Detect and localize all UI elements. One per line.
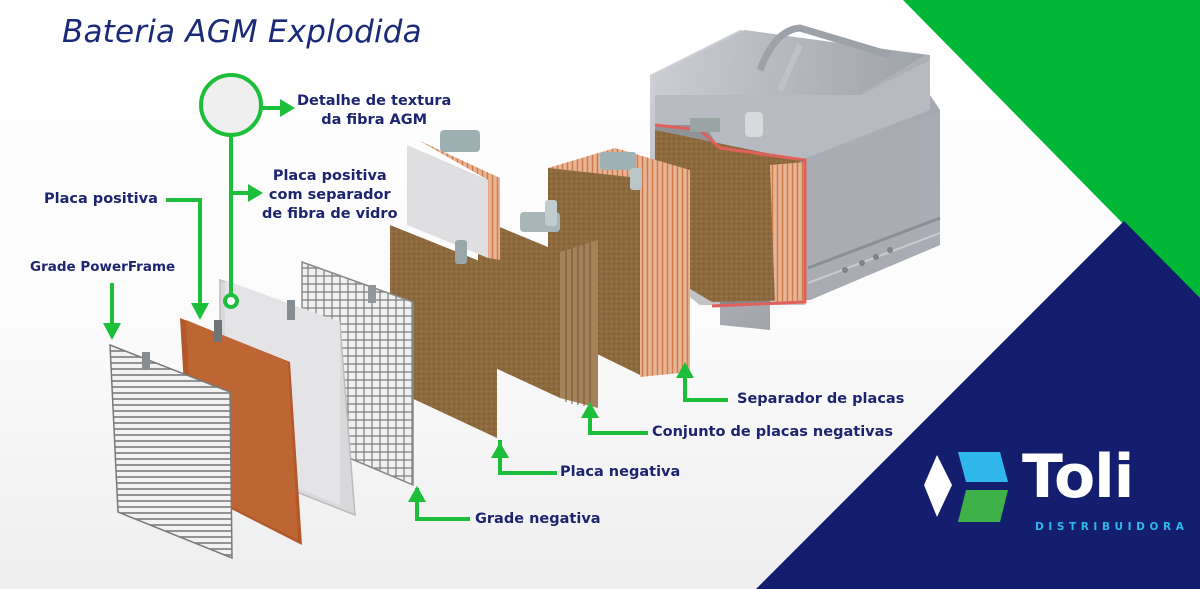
arrow-right-icon [280, 99, 295, 117]
arrow-up-icon [581, 402, 599, 418]
arrow-down-icon [103, 323, 121, 340]
logo [922, 452, 1012, 526]
label-negative-plate: Placa negativa [560, 464, 681, 480]
arrow-up-icon [491, 442, 509, 458]
label-positive-plate-separator: Placa positiva com separador de fibra de… [262, 167, 398, 224]
logo-wordmark: Toli [1022, 442, 1134, 512]
arrow-up-icon [676, 362, 694, 378]
positive-plate-separator-block [407, 130, 500, 260]
negative-plate-shape [390, 225, 497, 438]
label-line: com separador [268, 187, 391, 203]
label-line: Detalhe de textura [297, 93, 452, 109]
label-line: Placa positiva [272, 168, 387, 184]
arrow-up-icon [408, 486, 426, 502]
label-fiber-texture: Detalhe de textura da fibra AGM [297, 92, 451, 130]
label-line: da fibra AGM [321, 112, 428, 128]
label-positive-plate: Placa positiva [44, 191, 158, 207]
powerframe-grid-shape [109, 343, 233, 560]
label-negative-plate-set: Conjunto de placas negativas [652, 424, 894, 440]
label-line: de fibra de vidro [262, 206, 398, 222]
arrow-down-icon [191, 303, 209, 320]
arrow-right-icon [248, 184, 263, 202]
logo-subtitle: DISTRIBUIDORA [1035, 521, 1189, 533]
battery-case [650, 24, 941, 330]
cube-icon [924, 452, 1008, 522]
label-negative-grid: Grade negativa [475, 511, 601, 527]
negative-plate-set [478, 200, 598, 408]
label-plate-separator: Separador de placas [737, 391, 905, 407]
label-powerframe-grid: Grade PowerFrame [30, 259, 176, 275]
navy-corner-band [756, 221, 1200, 589]
page-title: Bateria AGM Explodida [62, 14, 422, 50]
